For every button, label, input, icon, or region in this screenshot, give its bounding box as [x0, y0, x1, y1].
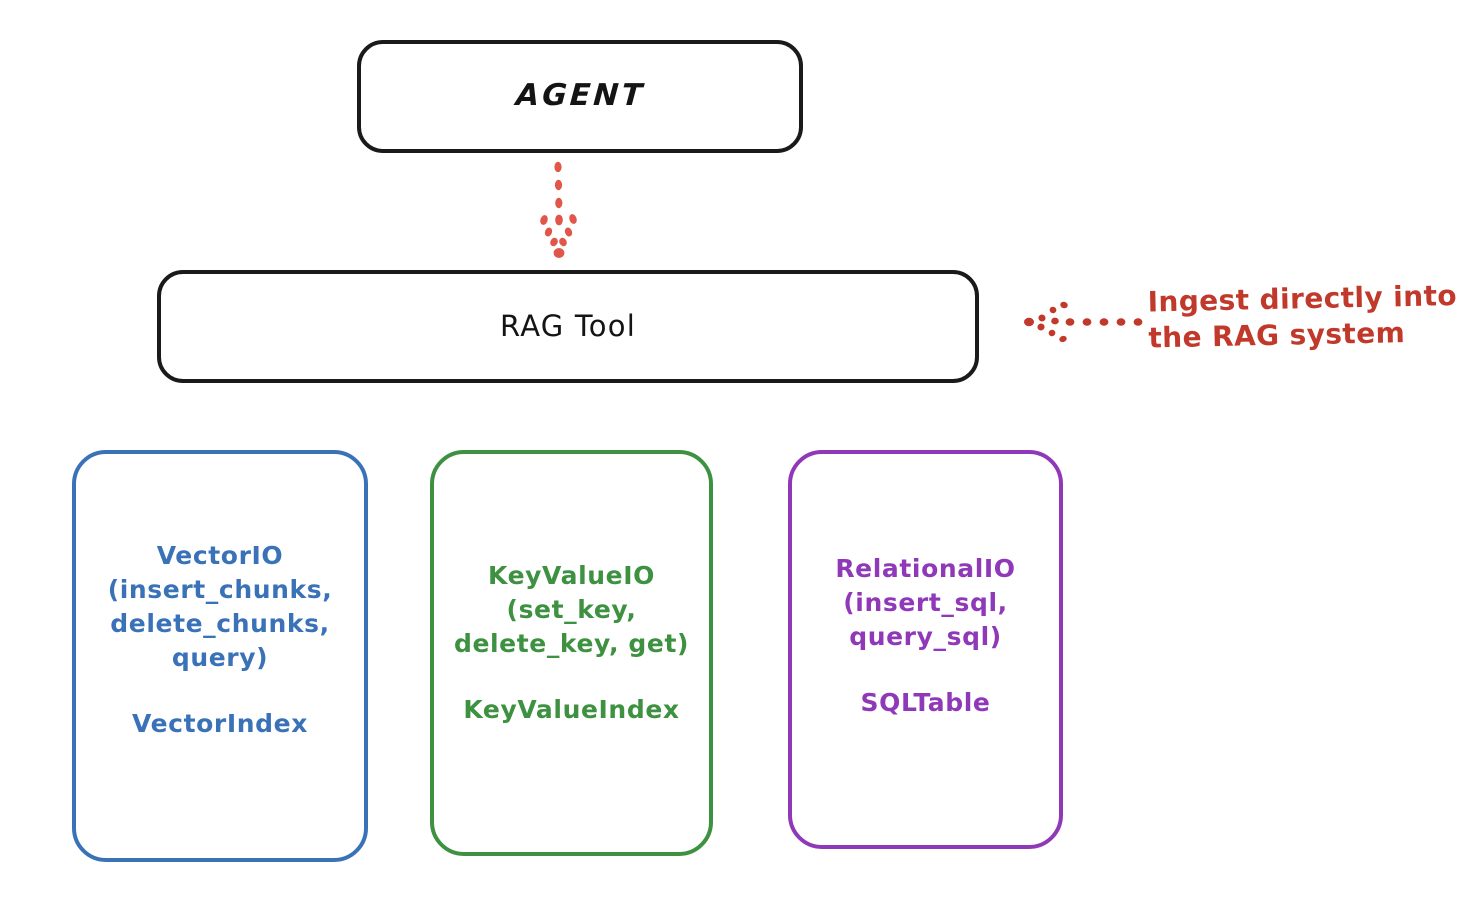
- node-key-value-io[interactable]: KeyValueIO (set_key, delete_key, get) Ke…: [430, 450, 713, 856]
- dotted-left-arrow-icon: [1024, 301, 1143, 343]
- key-value-io-api-label: KeyValueIO (set_key, delete_key, get): [453, 560, 690, 658]
- node-agent-label: AGENT: [514, 78, 646, 114]
- vector-io-content: VectorIO (insert_chunks, delete_chunks, …: [108, 539, 333, 738]
- node-rag-tool-label: RAG Tool: [500, 309, 636, 344]
- key-value-io-content: KeyValueIO (set_key, delete_key, get) Ke…: [454, 559, 689, 724]
- ingest-annotation-text: Ingest directly into the RAG system: [1147, 278, 1458, 355]
- relational-io-content: RelationalIO (insert_sql, query_sql) SQL…: [835, 552, 1015, 717]
- node-agent[interactable]: AGENT: [357, 40, 803, 153]
- vector-io-api-label: VectorIO (insert_chunks, delete_chunks, …: [107, 540, 333, 672]
- key-value-io-index-label: KeyValueIndex: [463, 694, 680, 724]
- dotted-down-arrow-icon: [540, 161, 577, 258]
- node-vector-io[interactable]: VectorIO (insert_chunks, delete_chunks, …: [72, 450, 368, 862]
- relational-io-api-label: RelationalIO (insert_sql, query_sql): [835, 554, 1016, 651]
- relational-io-index-label: SQLTable: [860, 688, 991, 717]
- vector-io-index-label: VectorIndex: [132, 708, 308, 738]
- node-rag-tool[interactable]: RAG Tool: [157, 270, 979, 383]
- node-relational-io[interactable]: RelationalIO (insert_sql, query_sql) SQL…: [788, 450, 1063, 849]
